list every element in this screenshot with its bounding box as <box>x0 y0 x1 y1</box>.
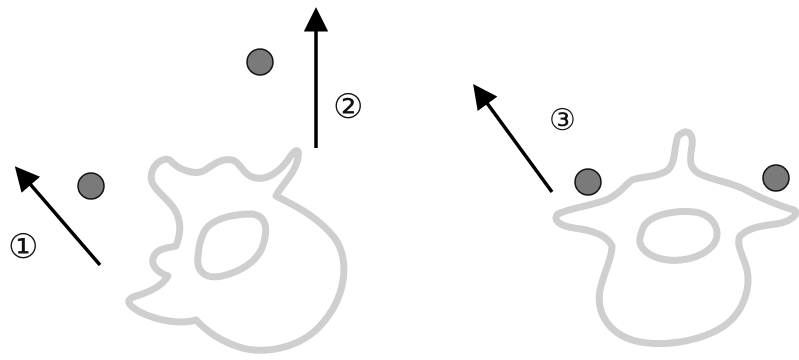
vertebra-right-canal <box>636 208 721 264</box>
label-2: ② <box>333 87 363 127</box>
label-1: ① <box>8 227 38 267</box>
marker-right-2 <box>762 164 790 192</box>
arrow-3 <box>473 84 554 194</box>
vertebra-left <box>125 147 348 354</box>
arrow-1 <box>14 166 102 267</box>
vertebra-right <box>552 128 799 348</box>
marker-left <box>77 172 105 200</box>
marker-right-1 <box>574 168 602 196</box>
label-3: ③ <box>549 103 576 138</box>
vertebra-right-outline <box>552 128 799 348</box>
vertebra-left-outline <box>125 147 348 354</box>
vertebra-left-canal <box>194 210 270 281</box>
marker-top <box>246 48 274 76</box>
